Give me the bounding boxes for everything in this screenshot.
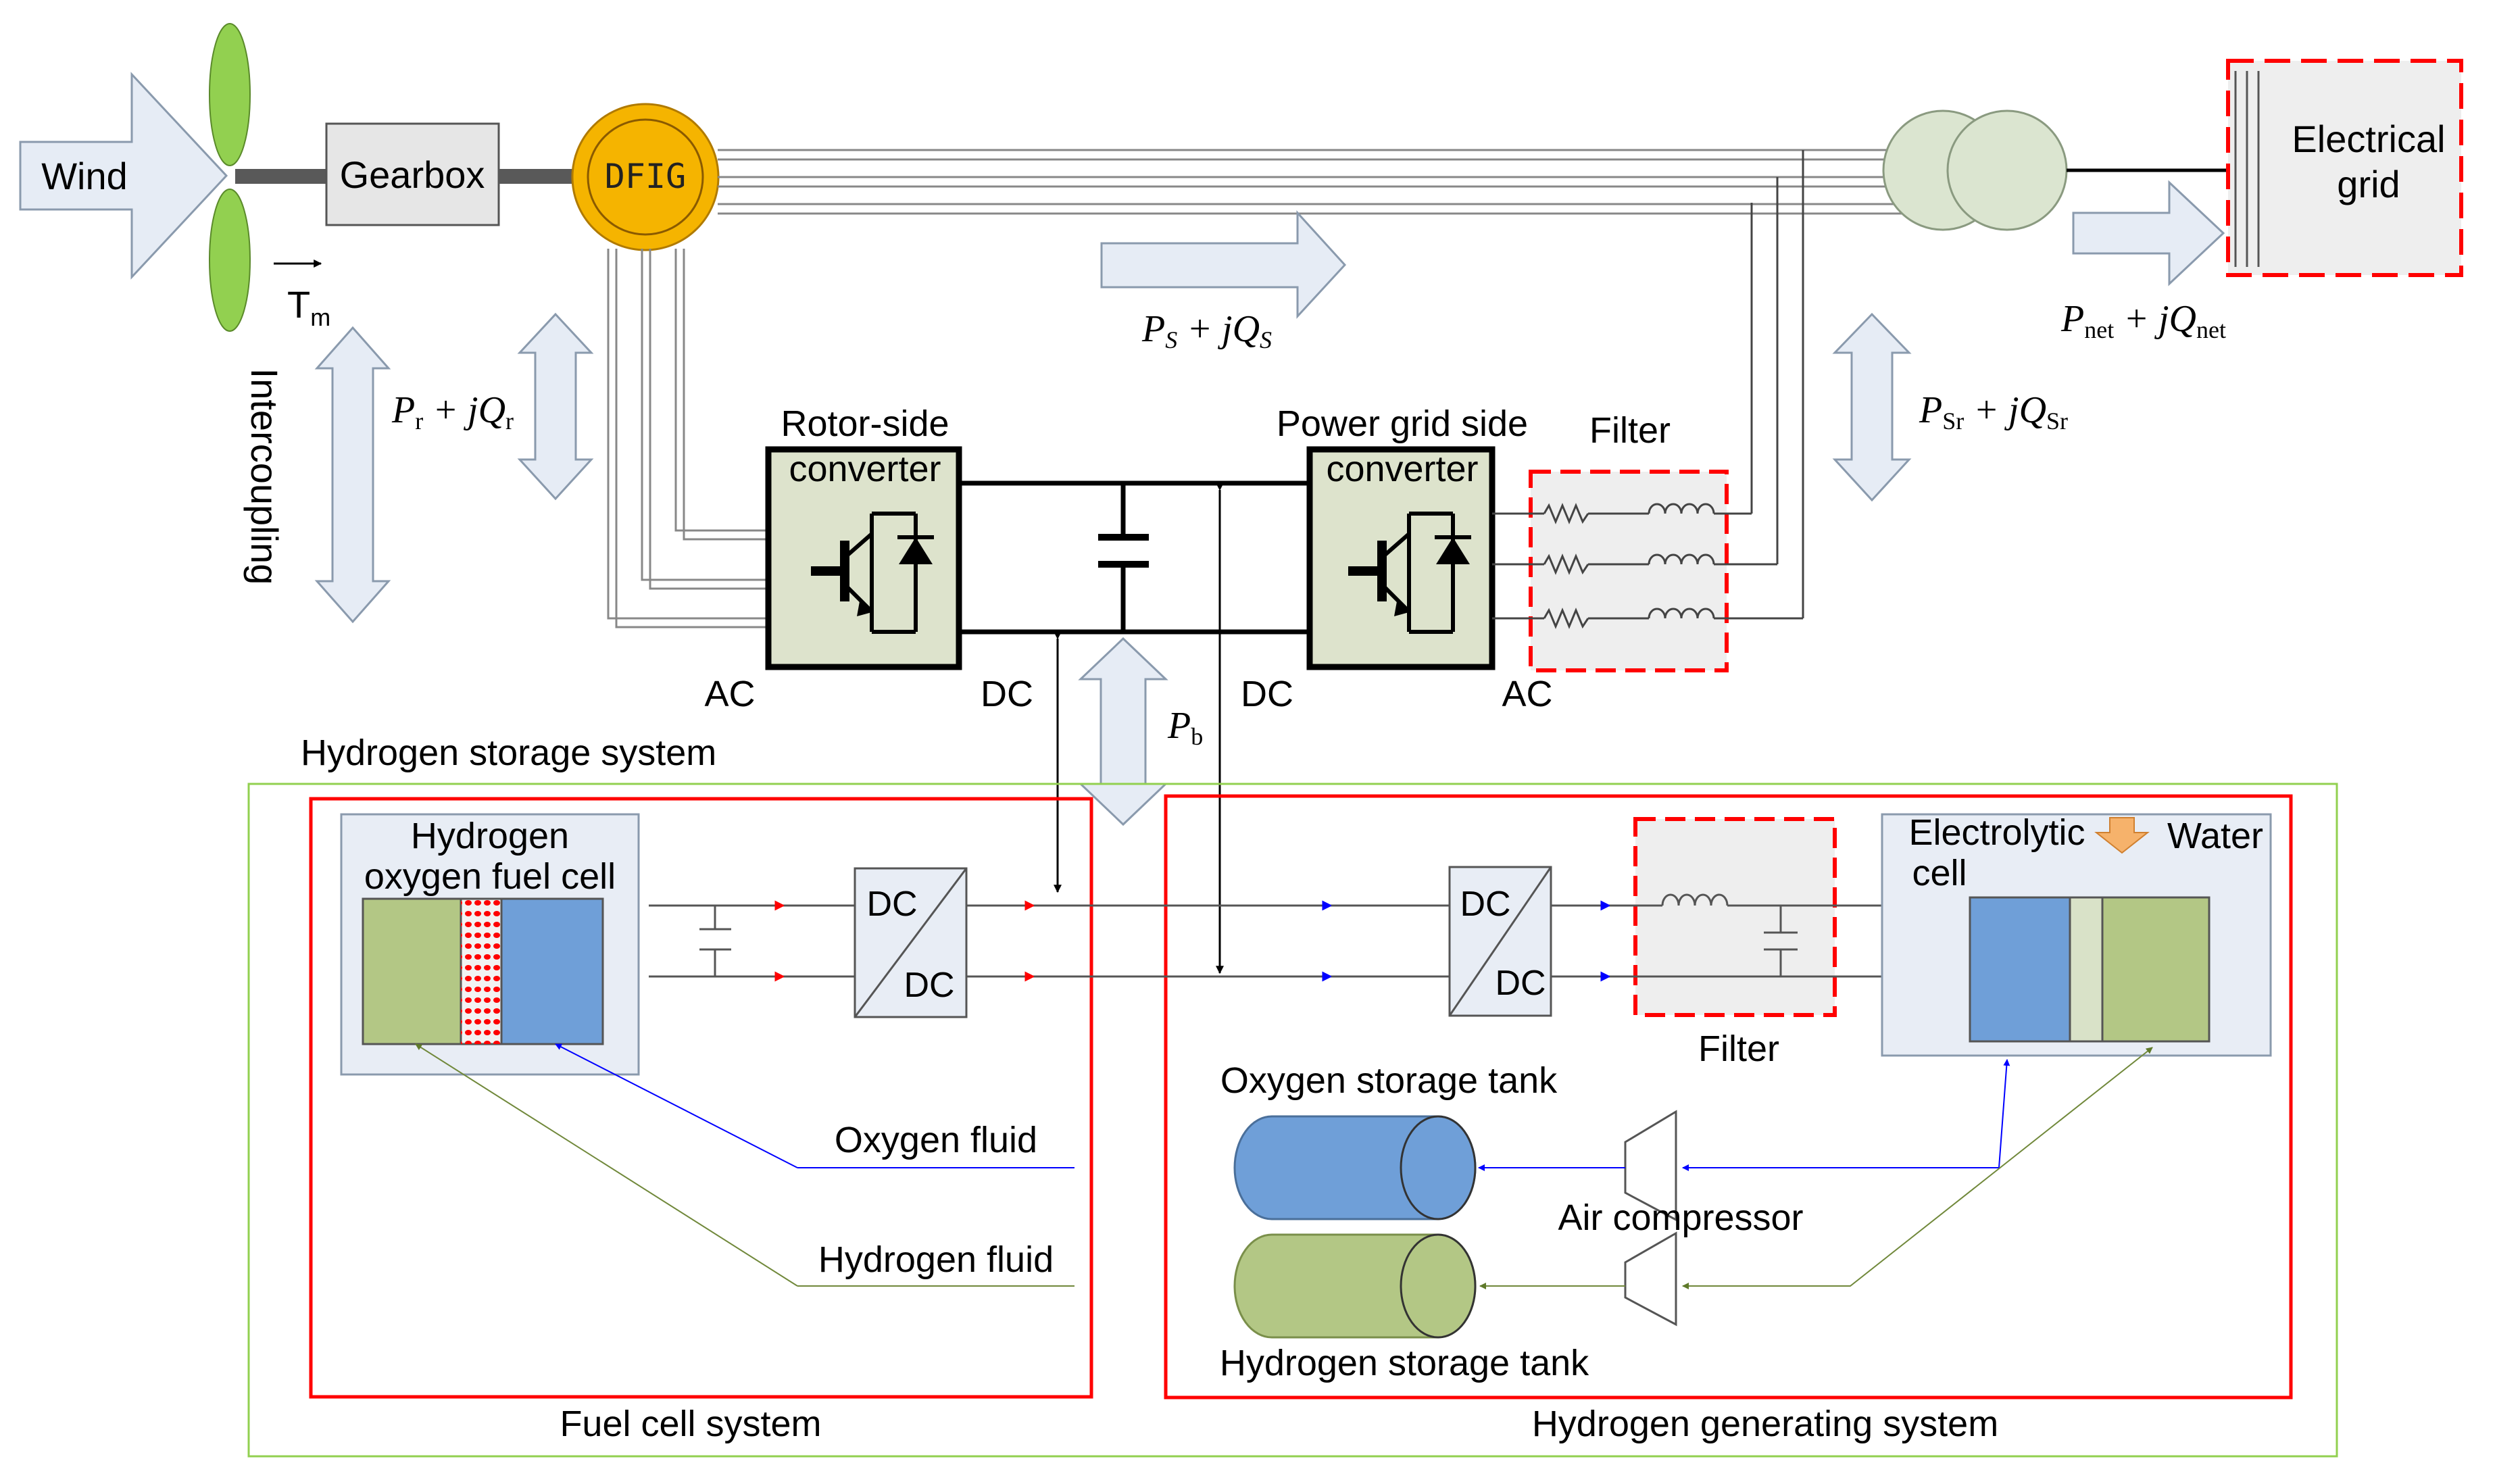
psr-formula: PSr + jQSr (1919, 389, 2068, 435)
hydrogen-storage-system-label: Hydrogen storage system (301, 733, 716, 773)
electrical-grid-label-1: Electrical (2292, 118, 2445, 160)
fuel-cell-system-label: Fuel cell system (560, 1404, 821, 1444)
ac-label-left: AC (704, 674, 755, 714)
fuel-cell-label-2: oxygen fuel cell (364, 856, 616, 897)
oxygen-tank-label: Oxygen storage tank (1220, 1060, 1558, 1101)
electrolytic-anode (2101, 896, 2210, 1043)
pb-arrow (1078, 637, 1168, 826)
pnet-arrow (2072, 180, 2225, 287)
oxygen-fluid-label: Oxygen fluid (835, 1120, 1037, 1160)
air-compressor-hydrogen (1624, 1231, 1677, 1327)
grid-side-label-1: Power grid side (1277, 403, 1528, 444)
filter-top (1492, 150, 1804, 672)
shaft-2 (499, 169, 574, 184)
electrical-grid: Electrical grid (2226, 59, 2463, 277)
tm-subscript: m (310, 303, 330, 331)
rotor-side-label-2: converter (789, 449, 941, 489)
dcdc2-bottom-label: DC (1495, 964, 1546, 1003)
dc-bus-lower (966, 900, 1450, 982)
dcdc1-top-label: DC (866, 885, 917, 924)
igbt-symbol (811, 512, 918, 634)
fuel-cell-panel: Hydrogen oxygen fuel cell (340, 813, 640, 1076)
hydrogen-tank-label: Hydrogen storage tank (1220, 1343, 1589, 1383)
tm-torque: Tm (274, 259, 330, 331)
hydrogen-flow-lines (415, 1043, 2153, 1289)
transformer (1882, 109, 2068, 231)
turbine-blades (209, 23, 251, 332)
hydrogen-generating-system-box (1164, 794, 2293, 1400)
dcdc-converter-2: DC DC (1448, 866, 1552, 1017)
dcdc2-top-label: DC (1460, 885, 1510, 924)
dfig-generator: DFIG (571, 103, 720, 251)
air-compressor-oxygen (1624, 1110, 1677, 1222)
pnet-formula: Pnet + jQnet (2060, 298, 2226, 343)
svg-text:Tm: Tm (287, 283, 330, 331)
wind-label: Wind (41, 155, 128, 197)
electrical-grid-label-2: grid (2337, 163, 2400, 205)
intercoupling-label: Intercoupling (243, 368, 286, 585)
hydrogen-storage-system-box (247, 783, 2338, 1458)
dfig-label: DFIG (605, 157, 686, 196)
hydrogen-storage-tank (1233, 1233, 1477, 1339)
tm-label: T (287, 283, 310, 326)
electrolytic-cathode (1969, 896, 2071, 1043)
dc-link (959, 480, 1310, 635)
dcdc1-bottom-label: DC (904, 966, 954, 1005)
ps-arrow (1100, 210, 1347, 319)
grid-side-converter (1306, 446, 1496, 670)
fuel-cell-output (649, 900, 855, 982)
hydrogen-fluid-label: Hydrogen fluid (818, 1239, 1054, 1280)
ac-label-right: AC (1502, 674, 1552, 714)
fuel-cell-label-1: Hydrogen (411, 816, 569, 856)
dc-label-left: DC (981, 674, 1033, 714)
electrolytic-membrane (2069, 896, 2104, 1043)
fuel-cell-cathode (500, 897, 604, 1045)
electrolytic-label-2: cell (1912, 853, 1967, 893)
pr-formula: Pr + jQr (391, 389, 514, 435)
pr-arrow (517, 312, 594, 501)
stator-lines (718, 149, 1902, 215)
electrolytic-label-1: Electrolytic (1908, 812, 2085, 853)
filter-bottom (1610, 817, 1882, 1017)
wind-arrow: Wind (19, 72, 228, 280)
gearbox-label: Gearbox (340, 153, 485, 196)
pb-formula: Pb (1167, 705, 1203, 750)
air-compressor-label: Air compressor (1558, 1197, 1803, 1238)
oxygen-storage-tank (1233, 1115, 1477, 1220)
filter-top-label: Filter (1589, 410, 1671, 451)
dc-bus-connections (1054, 483, 1224, 974)
grid-side-label-2: converter (1326, 449, 1478, 489)
water-label: Water (2167, 816, 2263, 856)
rotor-side-converter (765, 446, 962, 670)
dcdc2-output (1551, 900, 1611, 982)
rotor-lines (607, 249, 768, 628)
hydrogen-generating-system-label: Hydrogen generating system (1532, 1404, 1998, 1444)
intercoupling-arrow (314, 326, 391, 624)
gearbox-box (325, 122, 500, 226)
filter-bottom-label: Filter (1698, 1029, 1779, 1069)
dcdc-converter-1: DC DC (854, 867, 968, 1018)
ps-formula: PS + jQS (1141, 308, 1272, 353)
shaft-1 (235, 169, 326, 184)
fuel-cell-membrane-dots (461, 899, 501, 1044)
dc-label-right: DC (1241, 674, 1293, 714)
fuel-cell-system-box (309, 797, 1093, 1399)
rotor-side-label-1: Rotor-side (781, 403, 949, 444)
water-arrow (2094, 817, 2150, 854)
fuel-cell-anode (362, 897, 462, 1045)
psr-arrow (1832, 312, 1912, 502)
electrolytic-cell-panel: Electrolytic cell Water (1881, 812, 2272, 1057)
